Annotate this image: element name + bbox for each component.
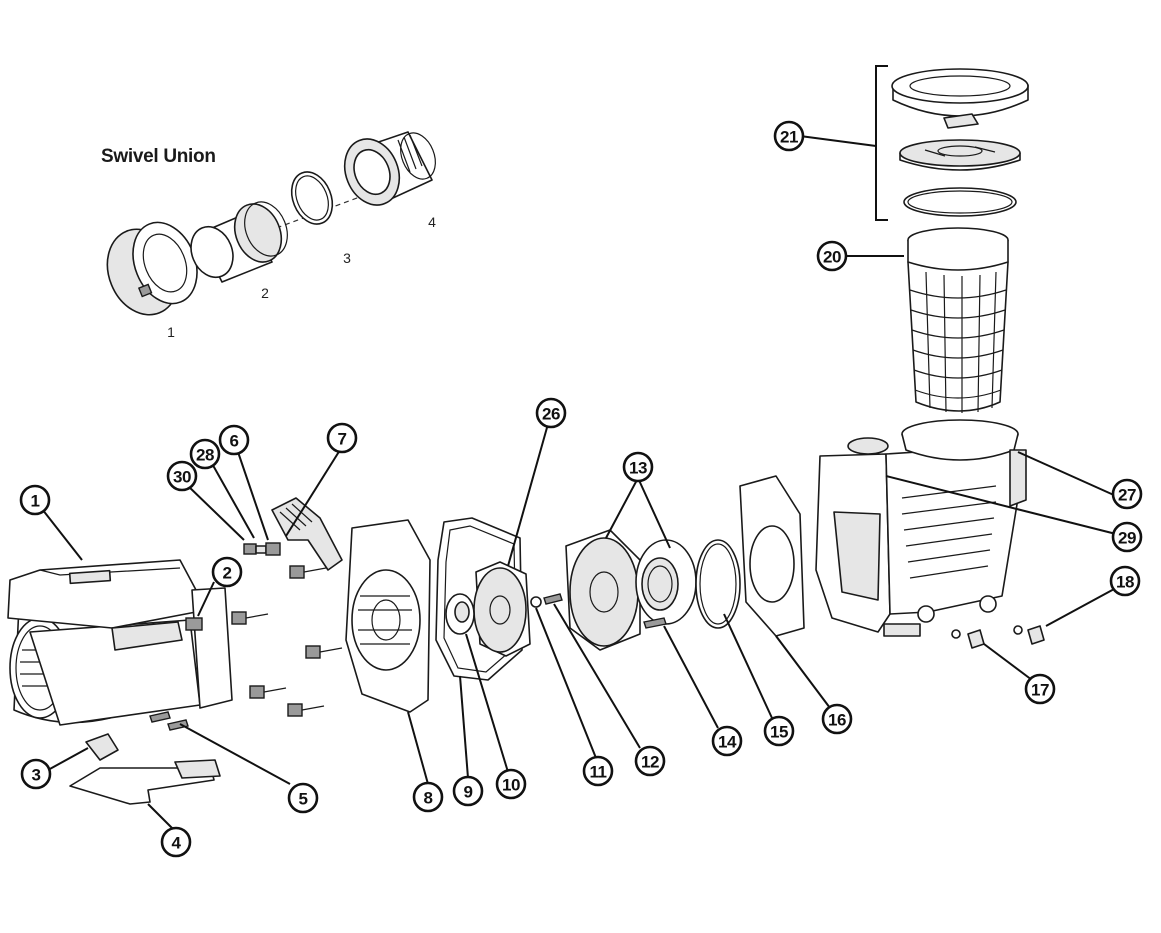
strainer-lid-part xyxy=(899,139,1021,171)
svg-text:2: 2 xyxy=(223,564,232,583)
callout-30: 30 xyxy=(166,460,198,492)
svg-text:18: 18 xyxy=(1116,573,1134,592)
callout-5: 5 xyxy=(287,782,319,814)
impeller-part xyxy=(445,593,475,635)
callout-9: 9 xyxy=(452,775,484,807)
svg-text:10: 10 xyxy=(502,776,520,795)
svg-text:9: 9 xyxy=(464,783,473,802)
swivel-tailpiece-part xyxy=(190,201,288,283)
svg-text:17: 17 xyxy=(1031,681,1049,700)
callout-29: 29 xyxy=(1111,521,1143,553)
bolt-item xyxy=(305,645,343,659)
svg-text:3: 3 xyxy=(32,766,41,785)
swivel-oring-part xyxy=(290,171,334,225)
svg-text:20: 20 xyxy=(823,248,841,267)
callout-16: 16 xyxy=(821,703,853,735)
svg-text:1: 1 xyxy=(31,492,40,511)
callout-17: 17 xyxy=(1024,673,1056,705)
housing-gasket-part xyxy=(739,475,805,637)
leader-lines xyxy=(34,135,1117,831)
callout-13: 13 xyxy=(622,451,654,483)
svg-text:16: 16 xyxy=(828,711,846,730)
callout-26: 26 xyxy=(535,397,567,429)
base-screws-part xyxy=(149,711,189,731)
callout-28: 28 xyxy=(189,438,221,470)
callout-4: 4 xyxy=(160,826,192,858)
swivel-union-group: Swivel Union 1 2 3 4 xyxy=(101,131,436,340)
callout-2: 2 xyxy=(211,556,243,588)
diffuser-screw-part xyxy=(643,617,667,629)
impeller-screw-part xyxy=(543,593,563,605)
callout-15: 15 xyxy=(763,715,795,747)
callout-3: 3 xyxy=(20,758,52,790)
callout-8: 8 xyxy=(412,781,444,813)
svg-text:7: 7 xyxy=(338,430,347,449)
svg-text:13: 13 xyxy=(629,459,647,478)
callout-21: 21 xyxy=(773,120,805,152)
motor-foot-part xyxy=(85,733,119,761)
strainer-basket-part xyxy=(907,227,1009,413)
callout-1: 1 xyxy=(19,484,51,516)
lid-oring-part xyxy=(903,187,1017,217)
washer-part xyxy=(530,596,542,608)
bolt-item xyxy=(287,703,325,717)
drain-plugs-part xyxy=(951,625,1045,649)
callout-11: 11 xyxy=(582,755,614,787)
svg-text:4: 4 xyxy=(172,834,182,853)
diffuser-oring-part xyxy=(635,539,697,625)
callout-6: 6 xyxy=(218,424,250,456)
svg-text:5: 5 xyxy=(299,790,308,809)
lid-kit-bracket xyxy=(875,65,888,221)
svg-text:12: 12 xyxy=(641,753,659,772)
bolt-item xyxy=(231,611,269,625)
svg-text:15: 15 xyxy=(770,723,788,742)
callout-12: 12 xyxy=(634,745,666,777)
svg-text:29: 29 xyxy=(1118,529,1136,548)
swivel-num-2: 2 xyxy=(261,285,269,301)
callout-27: 27 xyxy=(1111,478,1143,510)
bolt-item xyxy=(249,685,287,699)
bolt-item xyxy=(289,565,327,579)
pump-housing-part xyxy=(815,419,1027,637)
motor-part xyxy=(7,559,233,726)
swivel-num-3: 3 xyxy=(343,250,351,266)
svg-text:8: 8 xyxy=(424,789,433,808)
svg-text:30: 30 xyxy=(173,468,191,487)
bolt-item xyxy=(243,542,281,556)
svg-text:21: 21 xyxy=(780,128,798,147)
callout-10: 10 xyxy=(495,768,527,800)
diffuser-part xyxy=(565,529,641,651)
strainer-assembly xyxy=(875,65,1029,413)
seal-plate-part xyxy=(345,519,431,713)
swivel-adapter-part xyxy=(343,131,436,206)
callout-7: 7 xyxy=(326,422,358,454)
svg-text:14: 14 xyxy=(718,733,737,752)
bolts-set xyxy=(231,542,343,717)
svg-text:11: 11 xyxy=(590,763,607,782)
callout-18: 18 xyxy=(1109,565,1141,597)
pump-handle-part xyxy=(271,497,343,571)
svg-text:6: 6 xyxy=(230,432,239,451)
swivel-num-1: 1 xyxy=(167,324,175,340)
housing-oring-part xyxy=(695,539,741,629)
callout-14: 14 xyxy=(711,725,743,757)
svg-text:27: 27 xyxy=(1118,486,1136,505)
svg-text:26: 26 xyxy=(542,405,560,424)
callout-20: 20 xyxy=(816,240,848,272)
diffuser-plate-part xyxy=(473,561,531,657)
lock-ring-part xyxy=(891,68,1029,129)
svg-text:28: 28 xyxy=(196,446,214,465)
motor-base-part xyxy=(69,759,221,805)
swivel-nut-part xyxy=(106,221,198,316)
swivel-union-title: Swivel Union xyxy=(101,146,216,167)
swivel-num-4: 4 xyxy=(428,214,436,230)
